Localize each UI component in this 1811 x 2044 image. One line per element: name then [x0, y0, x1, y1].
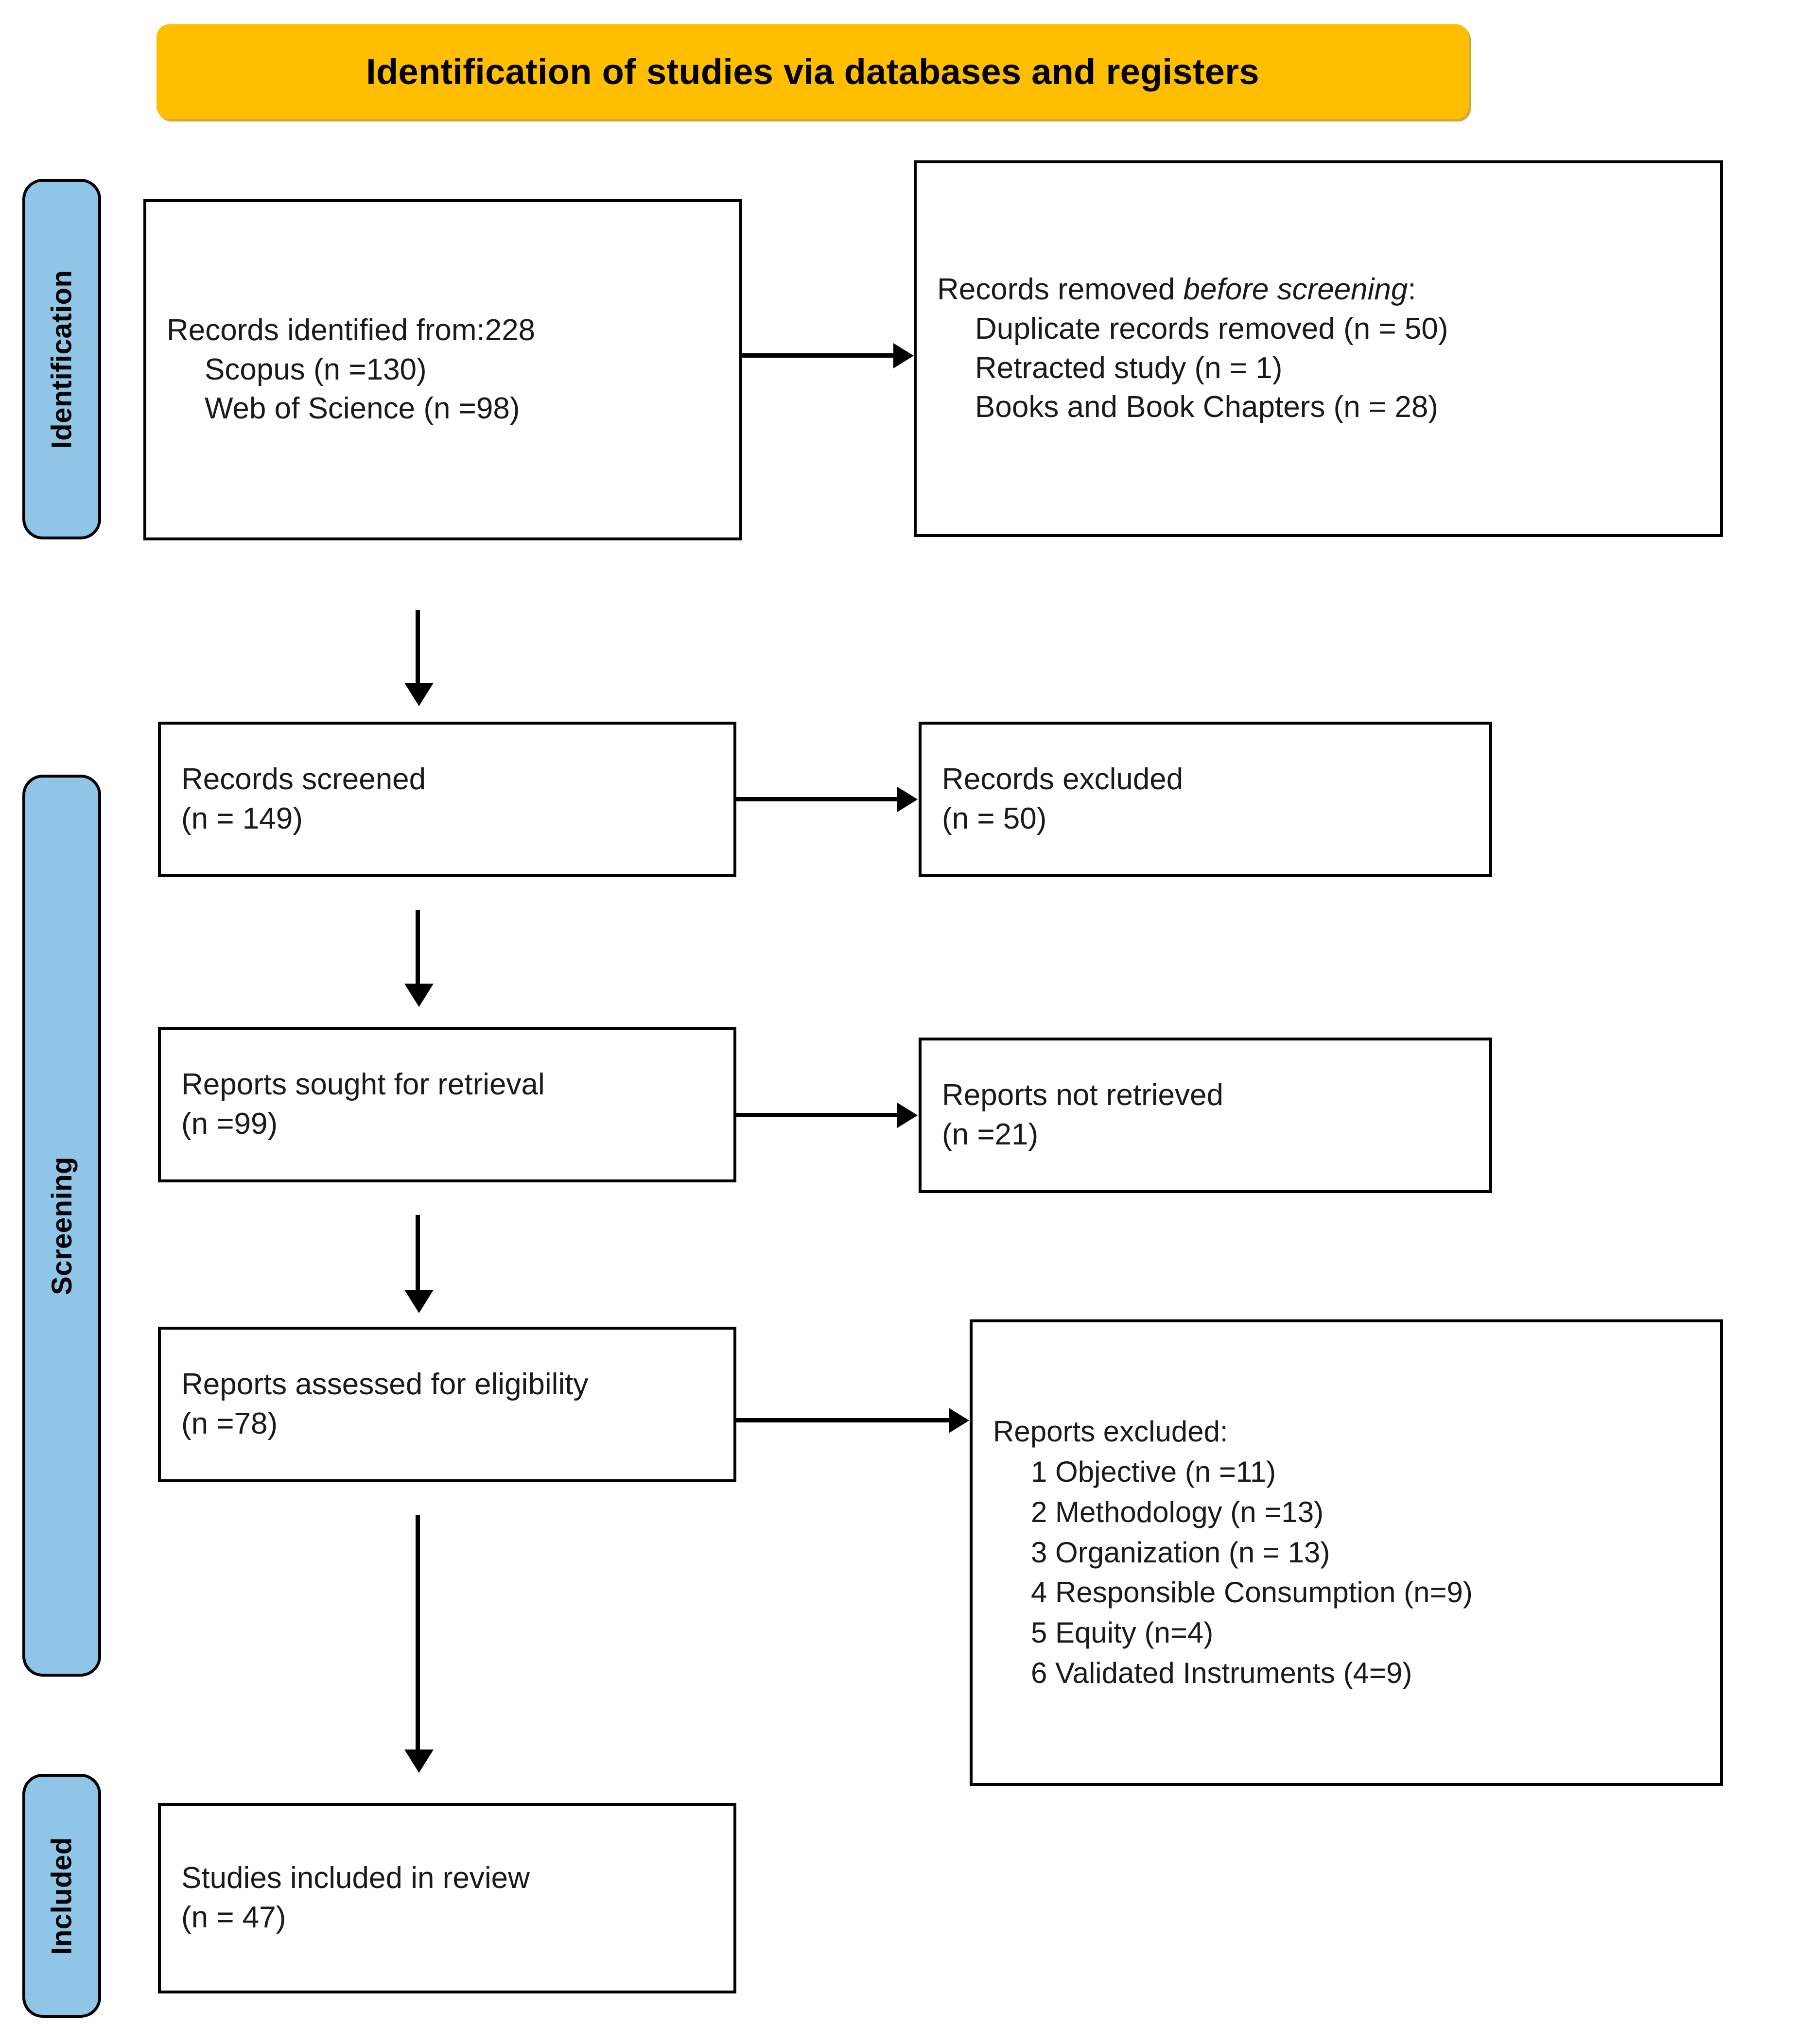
- connector-assessed-to-included: [416, 1515, 420, 1754]
- records-removed-heading-italic: before screening: [1183, 273, 1408, 307]
- reports-excluded-reason-5: 5 Equity (n=4): [1031, 1616, 1214, 1649]
- arrow-down-icon-sought-to-assessed: [404, 1290, 434, 1313]
- reports-excluded-reason-1: 1 Objective (n =11): [1031, 1455, 1276, 1488]
- arrow-right-icon-screened-to-excluded: [897, 787, 918, 812]
- reports-excluded-reason-2: 2 Methodology (n =13): [1031, 1495, 1324, 1528]
- box-reports-not-retrieved: Reports not retrieved (n =21): [919, 1038, 1492, 1193]
- connector-assessed-to-reports-excluded: [736, 1418, 953, 1422]
- box-records-excluded: Records excluded (n = 50): [919, 722, 1492, 877]
- arrow-right-icon-sought-to-not-retrieved: [897, 1103, 918, 1128]
- stage-label-included-text: Included: [46, 1836, 78, 1955]
- arrow-down-icon-identified-to-screened: [404, 683, 434, 706]
- box-reports-assessed: Reports assessed for eligibility (n =78): [158, 1327, 736, 1482]
- reports-sought-line-1: Reports sought for retrieval: [181, 1068, 545, 1102]
- page-title: Identification of studies via databases …: [366, 52, 1259, 92]
- stage-label-included: Included: [22, 1774, 101, 2018]
- reports-excluded-reason-6: 6 Validated Instruments (4=9): [1031, 1656, 1412, 1689]
- box-studies-included: Studies included in review (n = 47): [158, 1803, 736, 1993]
- connector-sought-to-not-retrieved: [736, 1113, 902, 1117]
- records-identified-line-3: Web of Science (n =98): [205, 392, 520, 426]
- records-identified-line-1: Records identified from:228: [167, 313, 536, 347]
- reports-assessed-line-2: (n =78): [181, 1407, 278, 1440]
- reports-sought-line-2: (n =99): [181, 1107, 278, 1141]
- connector-sought-to-assessed: [416, 1215, 420, 1294]
- reports-excluded-heading: Reports excluded:: [993, 1415, 1228, 1448]
- connector-screened-to-sought: [416, 910, 420, 987]
- studies-included-line-1: Studies included in review: [181, 1861, 530, 1895]
- connector-identified-to-removed: [742, 353, 898, 358]
- diagram-header-banner: Identification of studies via databases …: [157, 24, 1469, 119]
- arrow-down-icon-assessed-to-included: [404, 1750, 434, 1773]
- box-records-removed: Records removed before screening: Duplic…: [914, 160, 1723, 537]
- reports-not-retrieved-line-1: Reports not retrieved: [942, 1078, 1223, 1112]
- records-removed-heading: Records removed before screening:: [917, 270, 1720, 310]
- records-excluded-line-2: (n = 50): [942, 802, 1047, 835]
- connector-screened-to-excluded: [736, 797, 902, 801]
- records-removed-line-2: Retracted study (n = 1): [975, 351, 1283, 385]
- stage-label-identification: Identification: [22, 179, 101, 539]
- reports-excluded-reason-4: 4 Responsible Consumption (n=9): [1031, 1576, 1473, 1609]
- arrow-right-icon-assessed-to-reports-excluded: [949, 1408, 969, 1433]
- stage-label-screening-text: Screening: [46, 1156, 78, 1295]
- studies-included-line-2: (n = 47): [181, 1901, 286, 1934]
- reports-excluded-reason-3: 3 Organization (n = 13): [1031, 1536, 1330, 1569]
- records-removed-line-3: Books and Book Chapters (n = 28): [975, 390, 1438, 424]
- records-removed-heading-suffix: :: [1408, 273, 1416, 307]
- reports-not-retrieved-line-2: (n =21): [942, 1118, 1039, 1151]
- box-records-identified: Records identified from:228 Scopus (n =1…: [143, 199, 742, 540]
- records-screened-line-2: (n = 149): [181, 802, 303, 835]
- stage-label-identification-text: Identification: [46, 270, 78, 449]
- reports-assessed-line-1: Reports assessed for eligibility: [181, 1368, 589, 1402]
- box-reports-excluded-reasons: Reports excluded: 1 Objective (n =11) 2 …: [970, 1319, 1723, 1786]
- box-reports-sought: Reports sought for retrieval (n =99): [158, 1027, 736, 1182]
- records-screened-line-1: Records screened: [181, 762, 426, 797]
- box-records-screened: Records screened (n = 149): [158, 722, 736, 877]
- records-removed-line-1: Duplicate records removed (n = 50): [975, 312, 1448, 346]
- arrow-right-icon-identified-to-removed: [893, 343, 914, 368]
- connector-identified-to-screened: [416, 610, 420, 687]
- arrow-down-icon-screened-to-sought: [404, 984, 434, 1007]
- stage-label-screening: Screening: [22, 775, 101, 1677]
- records-identified-line-2: Scopus (n =130): [205, 352, 427, 386]
- records-excluded-line-1: Records excluded: [942, 762, 1184, 797]
- records-removed-heading-plain: Records removed: [937, 273, 1184, 307]
